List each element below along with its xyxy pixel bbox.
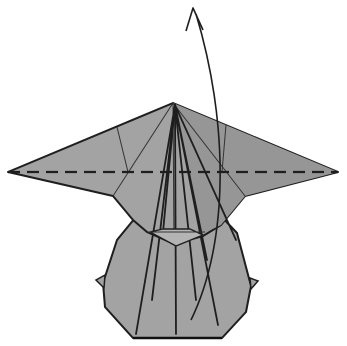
left-nub bbox=[96, 275, 105, 288]
right-nub bbox=[250, 278, 258, 289]
